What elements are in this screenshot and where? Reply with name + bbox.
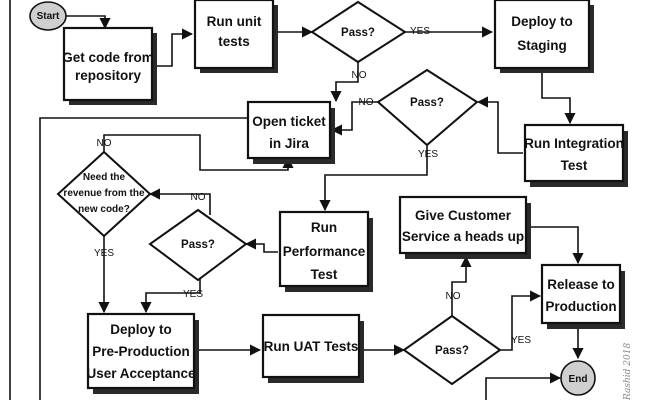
run-perf-box: Run Performance Test — [278, 210, 373, 292]
run-integration-label-2: Test — [561, 158, 588, 173]
integration-no-label: NO — [359, 97, 374, 108]
edge-unit-no — [330, 60, 359, 103]
edge-staging-integration — [541, 68, 576, 125]
open-ticket-box: Open ticket in Jira — [246, 100, 335, 164]
run-perf-label-1: Run — [311, 220, 337, 235]
edge-perf-no — [148, 188, 211, 215]
edge-start-getcode — [66, 15, 111, 30]
run-unit-label-1: Run unit — [207, 14, 262, 29]
run-perf-label-2: Performance — [283, 244, 366, 259]
revenue-no-label: NO — [97, 138, 112, 149]
end-node: End — [560, 360, 596, 396]
edge-uat-yes — [500, 290, 542, 351]
pass-perf-label: Pass? — [181, 239, 215, 251]
deploy-preprod-label-3: User Acceptance — [86, 366, 196, 381]
edge-perf-yes — [140, 278, 201, 314]
need-revenue-label-1: Need the — [83, 172, 126, 183]
run-perf-label-3: Test — [311, 267, 338, 282]
release-label-2: Production — [545, 299, 616, 314]
customer-service-box: Give Customer Service a heads up — [398, 195, 531, 259]
artist-signature: Rashid 2018 — [623, 343, 633, 400]
unit-no-label: NO — [352, 70, 367, 81]
run-uat-label: Run UAT Tests — [264, 339, 359, 354]
get-code-label-1: Get code from — [62, 50, 154, 65]
edge-getcode-unit — [150, 28, 194, 67]
need-revenue-diamond: Need the revenue from the new code? — [56, 150, 152, 238]
run-integration-label-1: Run Integration — [524, 136, 624, 151]
pass-uat-diamond: Pass? — [402, 314, 502, 386]
open-ticket-label-1: Open ticket — [252, 114, 326, 129]
customer-service-label-1: Give Customer — [415, 208, 512, 223]
customer-service-label-2: Service a heads up — [402, 229, 524, 244]
edge-integration-yes — [319, 146, 428, 212]
start-node: Start — [29, 1, 67, 31]
open-ticket-label-2: in Jira — [269, 136, 309, 151]
perf-no-label: NO — [191, 192, 206, 203]
end-label: End — [569, 374, 588, 385]
edge-bottom-end — [485, 372, 562, 400]
run-unit-label-2: tests — [218, 34, 250, 49]
edge-revenue-no — [103, 134, 294, 171]
pass-unit-label: Pass? — [341, 27, 375, 39]
deploy-staging-label-2: Staging — [517, 38, 567, 53]
get-code-label-2: repository — [75, 68, 142, 83]
pass-unit-diamond: Pass? — [310, 0, 407, 64]
deploy-staging-box: Deploy to Staging — [493, 0, 594, 73]
release-box: Release to Production — [540, 263, 625, 329]
edges — [39, 15, 584, 400]
edge-cs-release — [530, 226, 584, 265]
unit-yes-label: YES — [410, 26, 430, 37]
deploy-preprod-label-2: Pre-Production — [92, 344, 190, 359]
deploy-preprod-box: Deploy to Pre-Production User Acceptance — [86, 312, 199, 394]
need-revenue-label-2: revenue from the — [63, 188, 145, 199]
edge-integration-no — [330, 101, 378, 136]
edge-perf-pass — [244, 238, 278, 253]
perf-yes-label: YES — [183, 289, 203, 300]
deploy-preprod-label-1: Deploy to — [110, 322, 172, 337]
pass-perf-diamond: Pass? — [148, 208, 248, 282]
run-integration-box: Run Integration Test — [523, 123, 628, 187]
uat-no-label: NO — [446, 291, 461, 302]
edge-ticket-loop — [39, 117, 248, 400]
edge-uat-no — [451, 255, 472, 318]
edge-integration-pass — [476, 96, 523, 154]
pass-integration-label: Pass? — [410, 97, 444, 109]
run-uat-box: Run UAT Tests — [261, 313, 364, 383]
pass-uat-label: Pass? — [435, 345, 469, 357]
run-unit-tests-box: Run unit tests — [193, 0, 278, 73]
release-label-1: Release to — [547, 277, 615, 292]
uat-yes-label: YES — [511, 335, 531, 346]
need-revenue-label-3: new code? — [78, 204, 130, 215]
integration-yes-label: YES — [418, 149, 438, 160]
deploy-staging-label-1: Deploy to — [511, 14, 573, 29]
pass-integration-diamond: Pass? — [376, 68, 479, 147]
revenue-yes-label: YES — [94, 248, 114, 259]
start-label: Start — [37, 11, 60, 22]
get-code-box: Get code from repository — [62, 26, 157, 105]
